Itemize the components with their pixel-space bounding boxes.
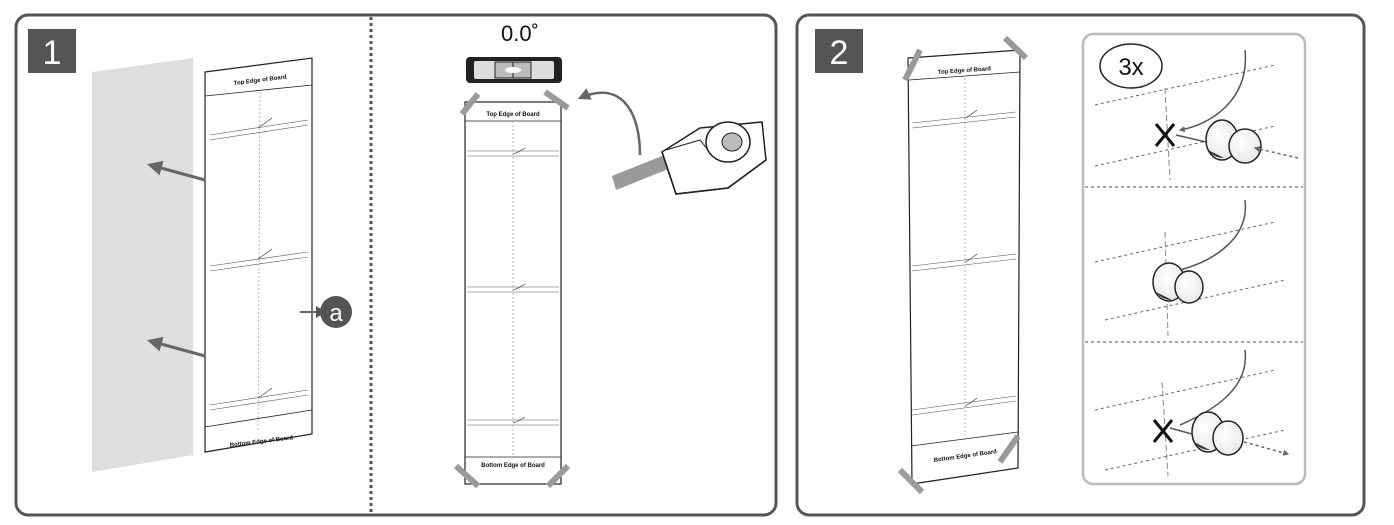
step-1-badge: 1 <box>28 29 76 73</box>
push-pin-icon <box>1169 411 1244 456</box>
detail-step-press <box>1094 199 1286 337</box>
step-1-panel: 1 Top Edge of Board Bottom Edge of Board <box>14 13 778 517</box>
repeat-badge: 3x <box>1099 43 1163 89</box>
level-icon <box>466 57 562 83</box>
tape-strips <box>453 89 571 489</box>
curved-arrow-icon <box>577 88 642 156</box>
pin-detail-box: 3x <box>1081 32 1307 486</box>
template-sheet: Top Edge of Board Bottom Edge of Board <box>204 57 313 453</box>
template-top-edge-label-3: Top Edge of Board <box>938 66 992 76</box>
callout-a: a <box>300 296 352 328</box>
curved-arrow-icon <box>1179 349 1247 426</box>
callout-a-label: a <box>329 300 343 327</box>
detail-step-remove <box>1094 349 1290 477</box>
x-mark-icon <box>1154 123 1176 147</box>
template-sheet-taped: Top Edge of Board Bottom Edge of Board <box>464 101 562 485</box>
x-mark-icon <box>1152 419 1174 443</box>
tape-dispenser-icon <box>612 121 767 195</box>
template-sheet-installed: Top Edge of Board Bottom Edge of Board <box>907 49 1021 485</box>
step-2-badge: 2 <box>815 29 863 73</box>
curved-arrow-icon <box>1178 49 1247 133</box>
step-1-number: 1 <box>43 34 62 72</box>
detail-step-mark <box>1094 49 1299 181</box>
push-pin-icon <box>1152 262 1204 304</box>
tape-strips-2 <box>897 35 1029 495</box>
template-bottom-edge-label-2: Bottom Edge of Board <box>481 463 545 469</box>
arrow-icon <box>147 160 206 182</box>
push-pin-icon <box>1175 119 1262 164</box>
step-2-panel: 2 Top Edge of Board Bottom Edge of Board <box>795 13 1366 517</box>
step-2-number: 2 <box>830 34 849 72</box>
wall-surface <box>92 58 193 472</box>
curved-arrow-icon <box>1179 199 1247 271</box>
arrow-icon <box>147 336 206 358</box>
repeat-label: 3x <box>1118 54 1143 81</box>
template-top-edge-label-2: Top Edge of Board <box>486 112 540 118</box>
level-reading: 0.0˚ <box>501 21 539 46</box>
